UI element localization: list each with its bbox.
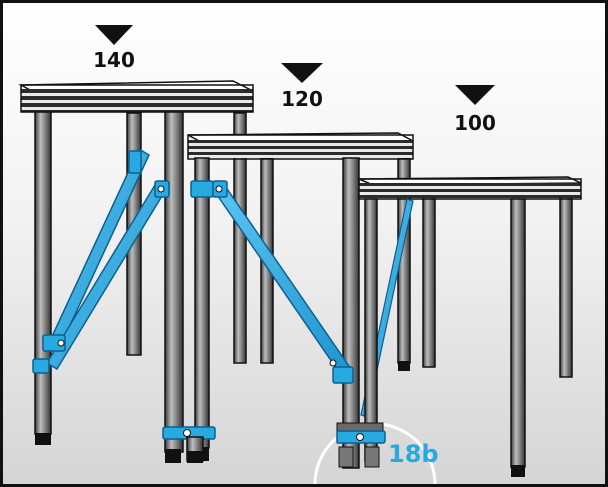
brace-clamp	[332, 366, 354, 384]
scaffold-tables-illustration: 18b 140 120 100	[3, 3, 605, 484]
brace-clamp	[190, 180, 214, 198]
table-140-top	[18, 80, 254, 113]
table-100-front-right-leg	[510, 198, 526, 468]
height-label-140: 140	[93, 48, 135, 72]
brace-clamp	[32, 358, 50, 374]
table-120-top	[187, 132, 414, 160]
detail-18b: 18b	[313, 422, 439, 484]
table-100-back-left-leg	[422, 194, 436, 368]
table-100-foot-right	[511, 465, 525, 477]
triangle-down-icon	[455, 85, 495, 105]
table-120-front-right-leg	[342, 157, 360, 469]
table-140-foot-right	[165, 449, 181, 463]
table-140-foot-left	[35, 433, 51, 445]
table-120-front-left-leg	[194, 157, 210, 449]
triangle-down-icon	[95, 25, 133, 45]
table-140	[18, 80, 254, 463]
coupling-clamp-140	[162, 426, 216, 463]
table-140-front-right-leg	[164, 111, 184, 453]
table-140-front-left-leg	[34, 111, 52, 435]
detail-label-18b: 18b	[388, 440, 439, 468]
height-label-120: 120	[281, 87, 323, 111]
table-100-top	[358, 176, 582, 200]
height-marker-120: 120	[281, 63, 323, 111]
table-100-back-right-leg	[559, 194, 573, 378]
brace-clamp	[42, 334, 66, 352]
height-label-100: 100	[454, 111, 496, 135]
height-marker-100: 100	[454, 85, 496, 135]
table-100	[358, 176, 582, 477]
table-100-front-left-leg	[364, 198, 378, 462]
height-marker-140: 140	[93, 25, 135, 72]
brace-clamp	[128, 150, 142, 174]
triangle-down-icon	[281, 63, 323, 83]
